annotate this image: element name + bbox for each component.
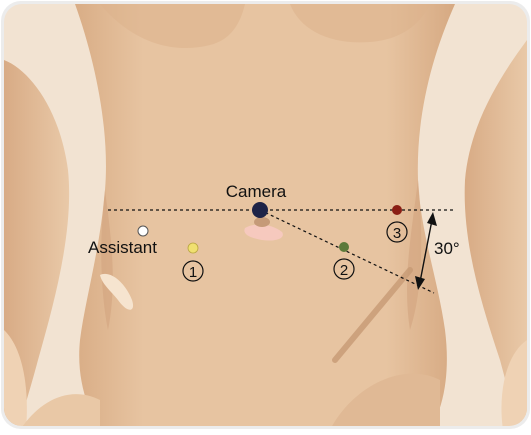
assistant-port [138, 226, 148, 236]
assistant-label: Assistant [88, 238, 157, 257]
port-2-marker [339, 242, 349, 252]
camera-port [252, 202, 268, 218]
port-1-label: 1 [189, 264, 197, 281]
angle-label: 30° [434, 239, 460, 258]
navel-center [254, 217, 270, 227]
camera-label: Camera [226, 182, 287, 201]
torso [75, 4, 455, 430]
port-3-label: 3 [393, 225, 401, 242]
port-1-marker [188, 243, 198, 253]
port-2-label: 2 [340, 262, 348, 279]
port-3-marker [392, 205, 402, 215]
